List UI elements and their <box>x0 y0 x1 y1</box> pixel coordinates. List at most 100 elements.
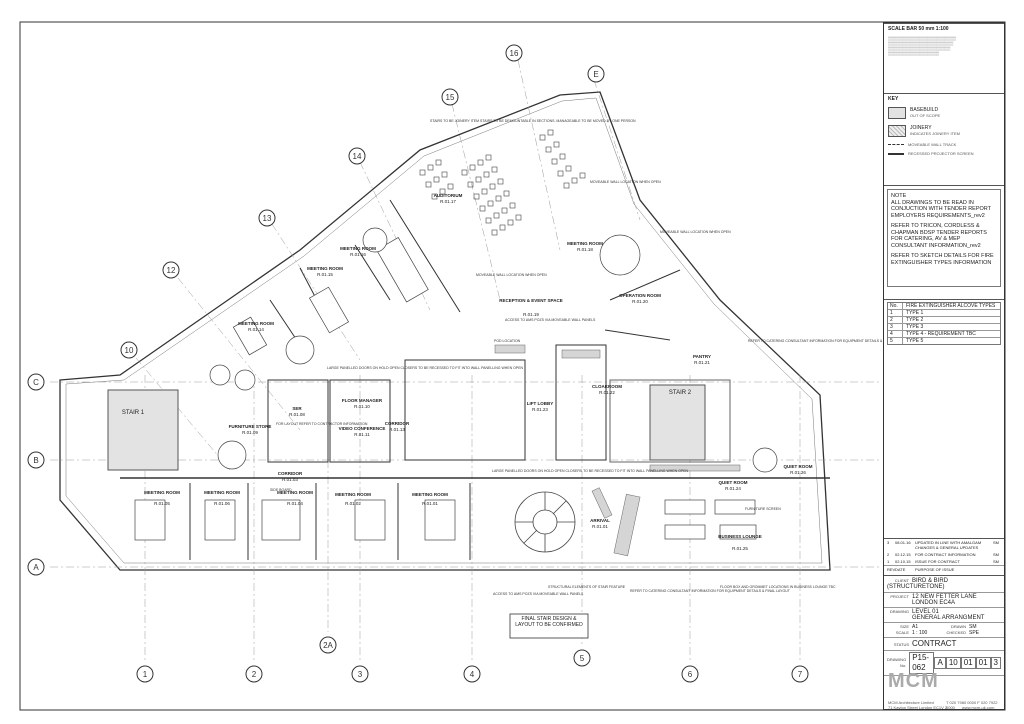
room-ref-furniture-store: R.01.09 <box>242 430 258 435</box>
scale-bar-label: SCALE BAR 50 mm 1:100 <box>888 26 949 32</box>
room-label-meeting-16: MEETING ROOM <box>340 246 376 251</box>
joinery-hatch <box>494 344 741 557</box>
svg-text:12: 12 <box>167 266 176 275</box>
rev-desc: UPDATED IN LINE WITH AMALGAM CHANGES & G… <box>915 540 982 550</box>
scale-bar-section: SCALE BAR 50 mm 1:100 ▒▒▒▒▒▒▒▒▒▒▒▒▒▒▒▒▒▒… <box>884 23 1004 93</box>
fire-row-no: 4 <box>888 331 903 337</box>
svg-text:3: 3 <box>358 670 363 679</box>
interior-walls <box>107 199 830 560</box>
room-label-ser: SER <box>292 406 302 411</box>
note-catering-1: REFER TO CATERING CONSULTANT INFORMATION… <box>748 339 909 343</box>
fire-row-no: 5 <box>888 338 903 344</box>
room-ref-ser: R.01.08 <box>289 412 305 417</box>
drawn-label: DRAWN <box>951 624 966 629</box>
room-ref-floor-manager: R.01.10 <box>354 404 370 409</box>
rev-number: 2 <box>887 552 890 557</box>
rev-desc: ISSUE FOR CONTRACT <box>915 559 960 564</box>
fire-row-type: TYPE 3 <box>906 324 924 330</box>
drawing-number-row: DRAWING No. P15-062 A 10 01 01 3 <box>884 650 1004 675</box>
room-label-meeting-15: MEETING ROOM <box>307 266 343 271</box>
room-label-meeting-04: MEETING ROOM <box>277 490 313 495</box>
note-panelled-doors-1: LARGE PANELLED DOORS ON HOLD OPEN CLOSER… <box>327 366 524 370</box>
room-label-meeting-18: MEETING ROOM <box>567 241 603 246</box>
stair-design-text: FINAL STAIR DESIGN & LAYOUT TO BE CONFIR… <box>515 616 583 628</box>
grid-bubble-13: 13 <box>258 209 276 227</box>
rev-date: 02.10.15 <box>895 559 911 564</box>
auditorium-seating <box>419 129 586 236</box>
note-moveable-wall-3: MOVEABLE WALL LOCATION WHEN OPEN <box>476 273 547 277</box>
svg-text:B: B <box>33 456 38 465</box>
grid-bubble-10: 10 <box>120 341 138 359</box>
note-line-2: REFER TO TRICON, CORDLESS & CHAPMAN BDSP… <box>891 223 987 249</box>
logo-row: MCM MCM Architecture Limited 71 Kayton S… <box>884 671 1004 710</box>
fire-row-no: 1 <box>888 310 903 316</box>
client-value: BIRD & BIRD (STRUCTURETONE) <box>887 578 949 590</box>
notes-box: NOTE ALL DRAWINGS TO BE READ IN CONJUCTI… <box>887 189 1001 287</box>
rev-by: SM <box>993 540 999 545</box>
note-line-1: ALL DRAWINGS TO BE READ IN CONJUCTION WI… <box>891 199 991 219</box>
drawing-number-part: 3 <box>990 657 1001 669</box>
disclaimer-text: ▒▒▒▒▒▒▒▒▒▒▒▒▒▒▒▒▒▒▒▒▒▒▒▒ ▒▒▒▒▒▒▒▒▒▒▒▒▒▒▒… <box>888 36 957 56</box>
moveable-wall-swatch <box>888 144 904 145</box>
svg-text:2: 2 <box>252 670 257 679</box>
key-label-projector: RECESSED PROJECTOR SCREEN <box>908 151 974 156</box>
room-label-meeting-05: MEETING ROOM <box>144 490 180 495</box>
svg-text:4: 4 <box>470 670 475 679</box>
room-ref-lift-lobby: R.01.23 <box>532 407 548 412</box>
grid-bubble-6: 6 <box>681 665 699 683</box>
drawing-number-part: A <box>934 657 946 669</box>
room-label-quiet-room-24: QUIET ROOM <box>719 480 748 485</box>
rev-date: 02.12.15 <box>895 552 911 557</box>
project-line-2: LONDON EC4A <box>912 600 956 606</box>
client-label: CLIENT <box>894 578 909 583</box>
grid-bubble-3: 3 <box>351 665 369 683</box>
svg-text:A: A <box>33 563 39 572</box>
key-title: KEY <box>888 96 899 102</box>
room-ref-corridor-03: R.01.03 <box>282 477 298 482</box>
scale-label: SCALE <box>895 630 909 635</box>
note-side-board: SIDE BOARD <box>270 488 292 492</box>
room-ref-meeting-15: R.01.15 <box>317 272 333 277</box>
room-label-meeting-02: MEETING ROOM <box>335 492 371 497</box>
revision-row: 3 08.01.16 UPDATED IN LINE WITH AMALGAM … <box>884 539 1004 551</box>
fire-row-type: TYPE 4 - REQUIREMENT TBC <box>906 331 976 337</box>
note-moveable-wall-1: MOVEABLE WALL LOCATION WHEN OPEN <box>590 180 661 184</box>
svg-text:5: 5 <box>580 654 585 663</box>
svg-text:1: 1 <box>143 670 148 679</box>
rev-date: 08.01.16 <box>895 540 911 545</box>
project-line-1: 12 NEW FETTER LANE <box>912 594 977 600</box>
grid-bubble-2a: 2A <box>319 636 337 654</box>
room-label-pantry: PANTRY <box>693 354 711 359</box>
notes-title: NOTE <box>891 193 907 199</box>
fire-table-head-no: No. <box>888 303 903 309</box>
svg-text:16: 16 <box>510 49 519 58</box>
svg-text:7: 7 <box>798 670 803 679</box>
grid-bubble-7: 7 <box>791 665 809 683</box>
fire-row-type: TYPE 1 <box>906 310 924 316</box>
grid-bubble-c: C <box>27 373 45 391</box>
title-block: SCALE BAR 50 mm 1:100 ▒▒▒▒▒▒▒▒▒▒▒▒▒▒▒▒▒▒… <box>883 22 1005 710</box>
note-stairs-joinery: STAIRS TO BE JOINERY ITEM STAIRS TO BE D… <box>430 119 636 123</box>
room-label-arrival: ARRIVAL <box>590 518 610 523</box>
company-address: 71 Kayton Street London EC1V 2 <box>888 705 948 710</box>
note-furniture-screen: FURNITURE SCREEN <box>745 507 781 511</box>
grid-bubble-15: 15 <box>441 88 459 106</box>
scale-value: 1 : 100 <box>912 630 928 636</box>
notes-section: NOTE ALL DRAWINGS TO BE READ IN CONJUCTI… <box>884 185 1004 297</box>
grid-bubbles: 1 2 2A 3 4 5 6 7 A B C 10 12 13 14 15 16… <box>27 44 809 683</box>
key-item-projector: RECESSED PROJECTOR SCREEN <box>884 149 1004 158</box>
room-label-video-conference: VIDEO CONFERENCE <box>339 426 386 431</box>
rev-by: SM <box>993 552 999 557</box>
